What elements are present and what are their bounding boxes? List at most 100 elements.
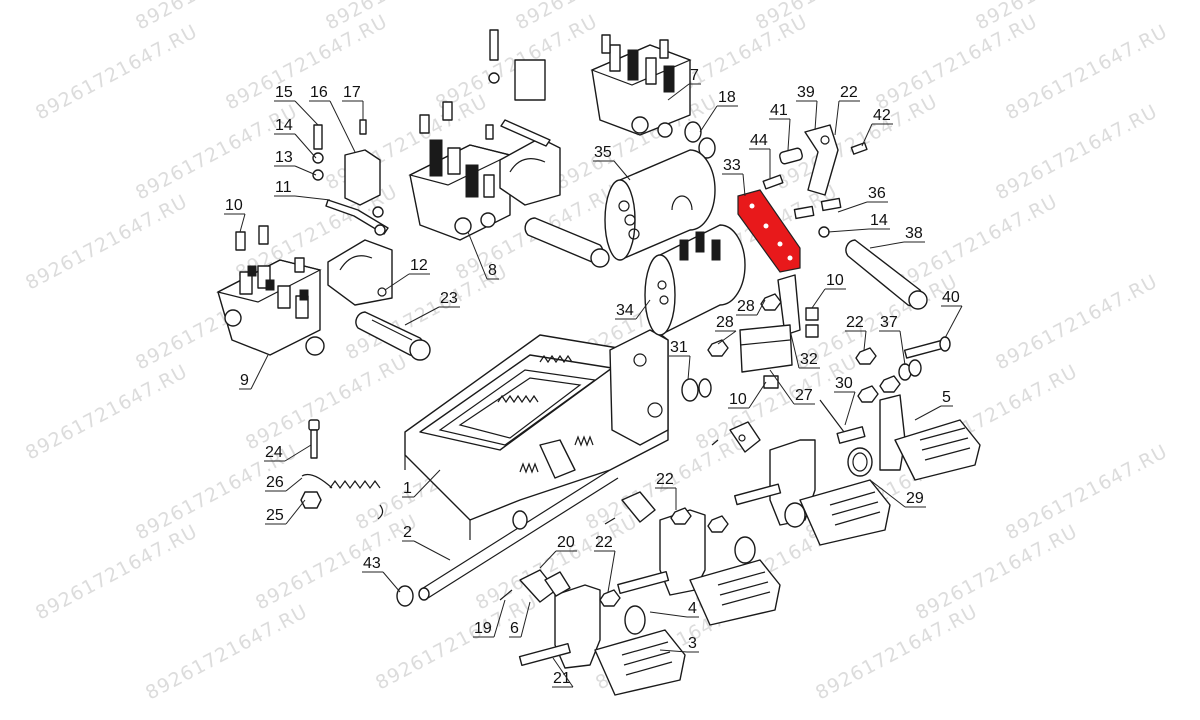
- part-number-text: 16: [310, 84, 328, 101]
- watermark-text: 89261721647.RU: [252, 510, 421, 614]
- leader-line: [699, 105, 718, 133]
- part-number-text: 22: [840, 84, 858, 101]
- part-number-text: 19: [474, 620, 492, 637]
- leader-line: [789, 329, 800, 369]
- part-number-text: 34: [616, 302, 634, 319]
- washer-14b: [818, 226, 830, 238]
- part-number-text: 38: [905, 225, 923, 242]
- part-label-28: 28: [715, 314, 737, 345]
- leader-line: [687, 355, 691, 381]
- watermark-text: 89261721647.RU: [22, 190, 191, 294]
- leader-line: [382, 571, 401, 593]
- part-number-text: 30: [835, 375, 853, 392]
- part-label-28: 28: [736, 298, 766, 316]
- part-label-1: 1: [402, 469, 441, 498]
- bolt-10b: [805, 307, 819, 321]
- part-number-text: 8: [488, 262, 497, 279]
- bolt-36: [820, 197, 842, 212]
- part-label-19: 19: [473, 599, 506, 638]
- watermark-text: 89261721647.RU: [132, 0, 301, 34]
- bolt-24: [308, 419, 320, 459]
- washer: [908, 359, 922, 377]
- leader-line: [294, 195, 331, 201]
- part-number-text: 43: [363, 555, 381, 572]
- part-label-29: 29: [869, 479, 926, 508]
- washer: [372, 206, 384, 218]
- leader-line: [294, 100, 319, 126]
- leader-line: [748, 381, 767, 409]
- leader-line: [384, 273, 410, 291]
- screw-42: [850, 142, 868, 155]
- leader-line: [239, 213, 246, 233]
- watermark-text: 89261721647.RU: [992, 270, 1161, 374]
- leader-line: [294, 133, 317, 159]
- part-number-text: 42: [873, 107, 891, 124]
- pin-44: [762, 174, 784, 190]
- part-number-text: 22: [656, 471, 674, 488]
- leader-line: [413, 540, 451, 561]
- bracket-27: [739, 324, 793, 373]
- part-label-10: 10: [224, 197, 246, 233]
- part-label-22: 22: [655, 471, 677, 510]
- part-number-text: 4: [688, 600, 697, 617]
- watermark-text: 89261721647.RU: [32, 520, 201, 624]
- part-label-24: 24: [264, 444, 312, 462]
- part-label-22: 22: [834, 84, 860, 136]
- leader-line: [769, 369, 795, 405]
- part-number-text: 26: [266, 474, 284, 491]
- washer-31b: [698, 378, 712, 398]
- nut-25: [300, 491, 322, 509]
- clevis-mid: [729, 421, 761, 453]
- washer: [374, 224, 386, 236]
- part-label-21: 21: [552, 657, 574, 688]
- leader-line: [659, 649, 688, 653]
- part-label-14: 14: [827, 212, 890, 233]
- leader-line: [552, 657, 574, 688]
- part-number-text: 10: [826, 272, 844, 289]
- valve-block-8: [408, 101, 512, 241]
- leader-line: [404, 306, 440, 326]
- spring-29: [847, 447, 873, 477]
- part-number-text: 28: [716, 314, 734, 331]
- leader-line: [827, 228, 870, 233]
- part-label-14: 14: [274, 117, 317, 159]
- leader-line: [284, 444, 312, 462]
- part-number-text: 12: [410, 257, 428, 274]
- part-label-22: 22: [594, 534, 616, 593]
- part-label-44: 44: [749, 132, 771, 178]
- leader-line: [539, 550, 557, 569]
- part-label-37: 37: [879, 314, 906, 366]
- part-number-text: 9: [240, 372, 249, 389]
- part-number-text: 44: [750, 132, 768, 149]
- part-label-25: 25: [265, 499, 306, 525]
- part-label-33: 33: [722, 157, 746, 197]
- arm-39: [804, 124, 839, 196]
- part-label-8: 8: [467, 231, 499, 280]
- link-38: [845, 239, 928, 310]
- part-label-17: 17: [342, 84, 364, 120]
- part-label-18: 18: [699, 89, 738, 133]
- leader-line: [914, 405, 942, 421]
- washer-18: [684, 121, 702, 143]
- part-number-text: 13: [275, 149, 293, 166]
- bracket-12: [327, 239, 393, 306]
- part-label-39: 39: [796, 84, 818, 131]
- part-number-text: 33: [723, 157, 741, 174]
- drum-35: [604, 149, 716, 261]
- leader-line: [869, 241, 905, 249]
- part-number-text: 28: [737, 298, 755, 315]
- bolt-15: [313, 124, 323, 150]
- pin-41: [779, 147, 803, 165]
- part-label-10: 10: [811, 272, 846, 309]
- part-label-35: 35: [593, 144, 631, 181]
- valve-block-7: [590, 34, 692, 138]
- part-label-13: 13: [274, 149, 317, 176]
- part-label-42: 42: [861, 107, 893, 147]
- nut-28a: [707, 339, 729, 357]
- pin-40: [903, 336, 951, 359]
- leader-line: [742, 173, 746, 197]
- part-number-text: 17: [343, 84, 361, 101]
- leader-line: [861, 123, 873, 147]
- nut-22b: [855, 347, 877, 365]
